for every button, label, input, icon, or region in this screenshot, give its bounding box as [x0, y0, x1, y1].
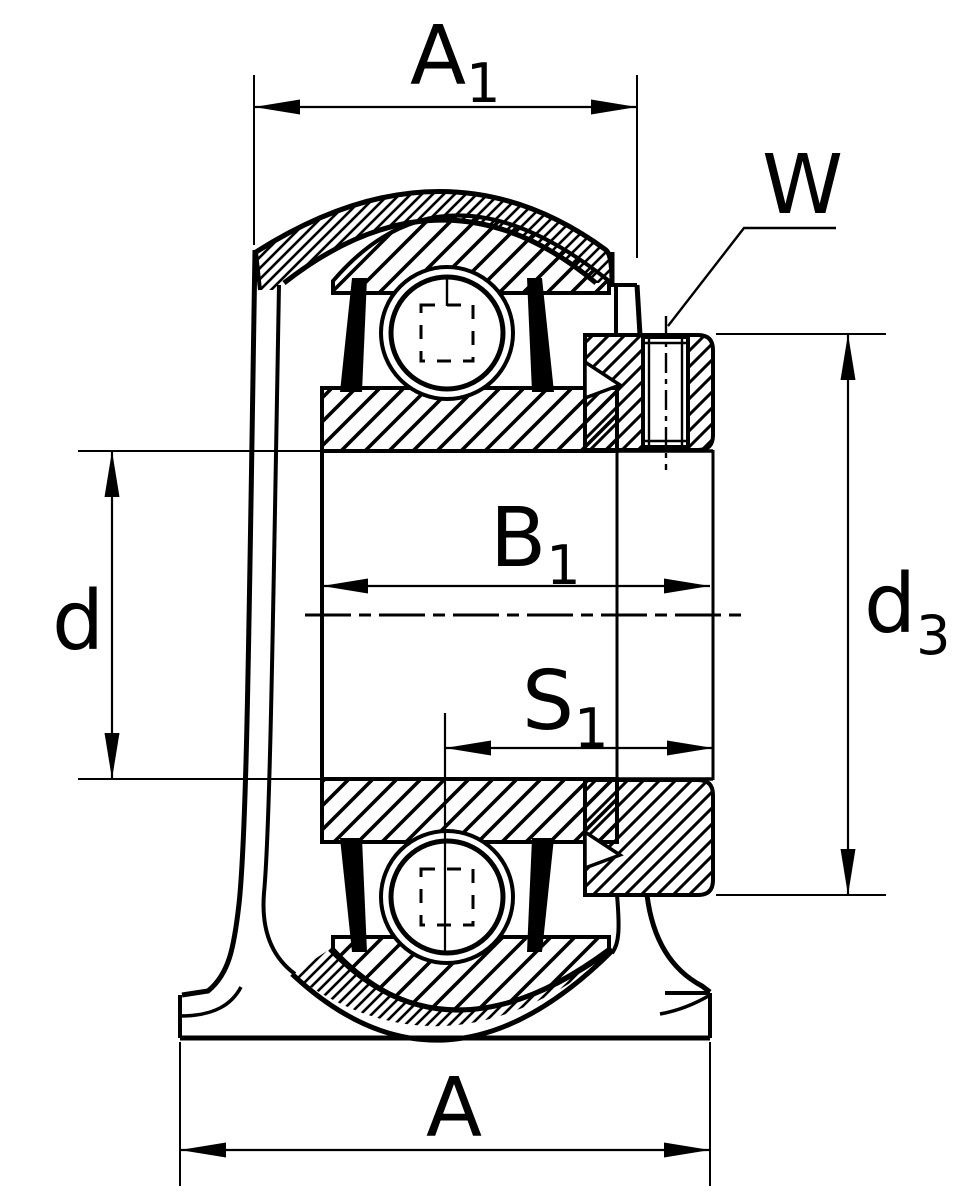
dim-label-d: d — [52, 574, 104, 669]
dimension-d3: d3 — [716, 333, 950, 896]
locking-collar-bottom — [583, 778, 715, 897]
seal-top-left — [340, 278, 367, 392]
set-screw — [641, 316, 690, 470]
dimension-s1: S1 — [445, 654, 713, 760]
seal-bottom-right — [527, 838, 554, 952]
dimension-d: d — [52, 450, 322, 780]
locking-collar-top — [583, 316, 715, 470]
ball-bottom-center-mark — [419, 867, 475, 927]
dim-label-a1: A1 — [410, 9, 500, 115]
seal-top-right — [527, 278, 554, 392]
housing-legs-base — [178, 249, 712, 1041]
dim-label-d3: d3 — [864, 557, 950, 667]
dim-label-b1: B1 — [490, 491, 581, 597]
inner-ring-top — [320, 386, 619, 453]
seal-bottom-left — [340, 838, 367, 952]
dimension-a: A — [179, 1042, 711, 1186]
collar-notch-top — [583, 358, 624, 401]
dim-label-w: W — [762, 138, 843, 233]
ball-top — [379, 265, 515, 401]
centerlines — [305, 278, 745, 955]
inner-ring-bottom — [320, 777, 619, 844]
dimension-b1: B1 — [322, 491, 710, 597]
ball-bottom — [379, 829, 515, 965]
dim-label-a: A — [426, 1061, 482, 1156]
outer-ring-top — [331, 213, 611, 295]
ball-top-center-mark — [419, 303, 475, 363]
dimension-w: W — [667, 138, 843, 327]
dim-label-s1: S1 — [522, 654, 608, 760]
dimension-a1: A1 — [253, 9, 638, 258]
collar-notch-bottom — [583, 828, 624, 871]
